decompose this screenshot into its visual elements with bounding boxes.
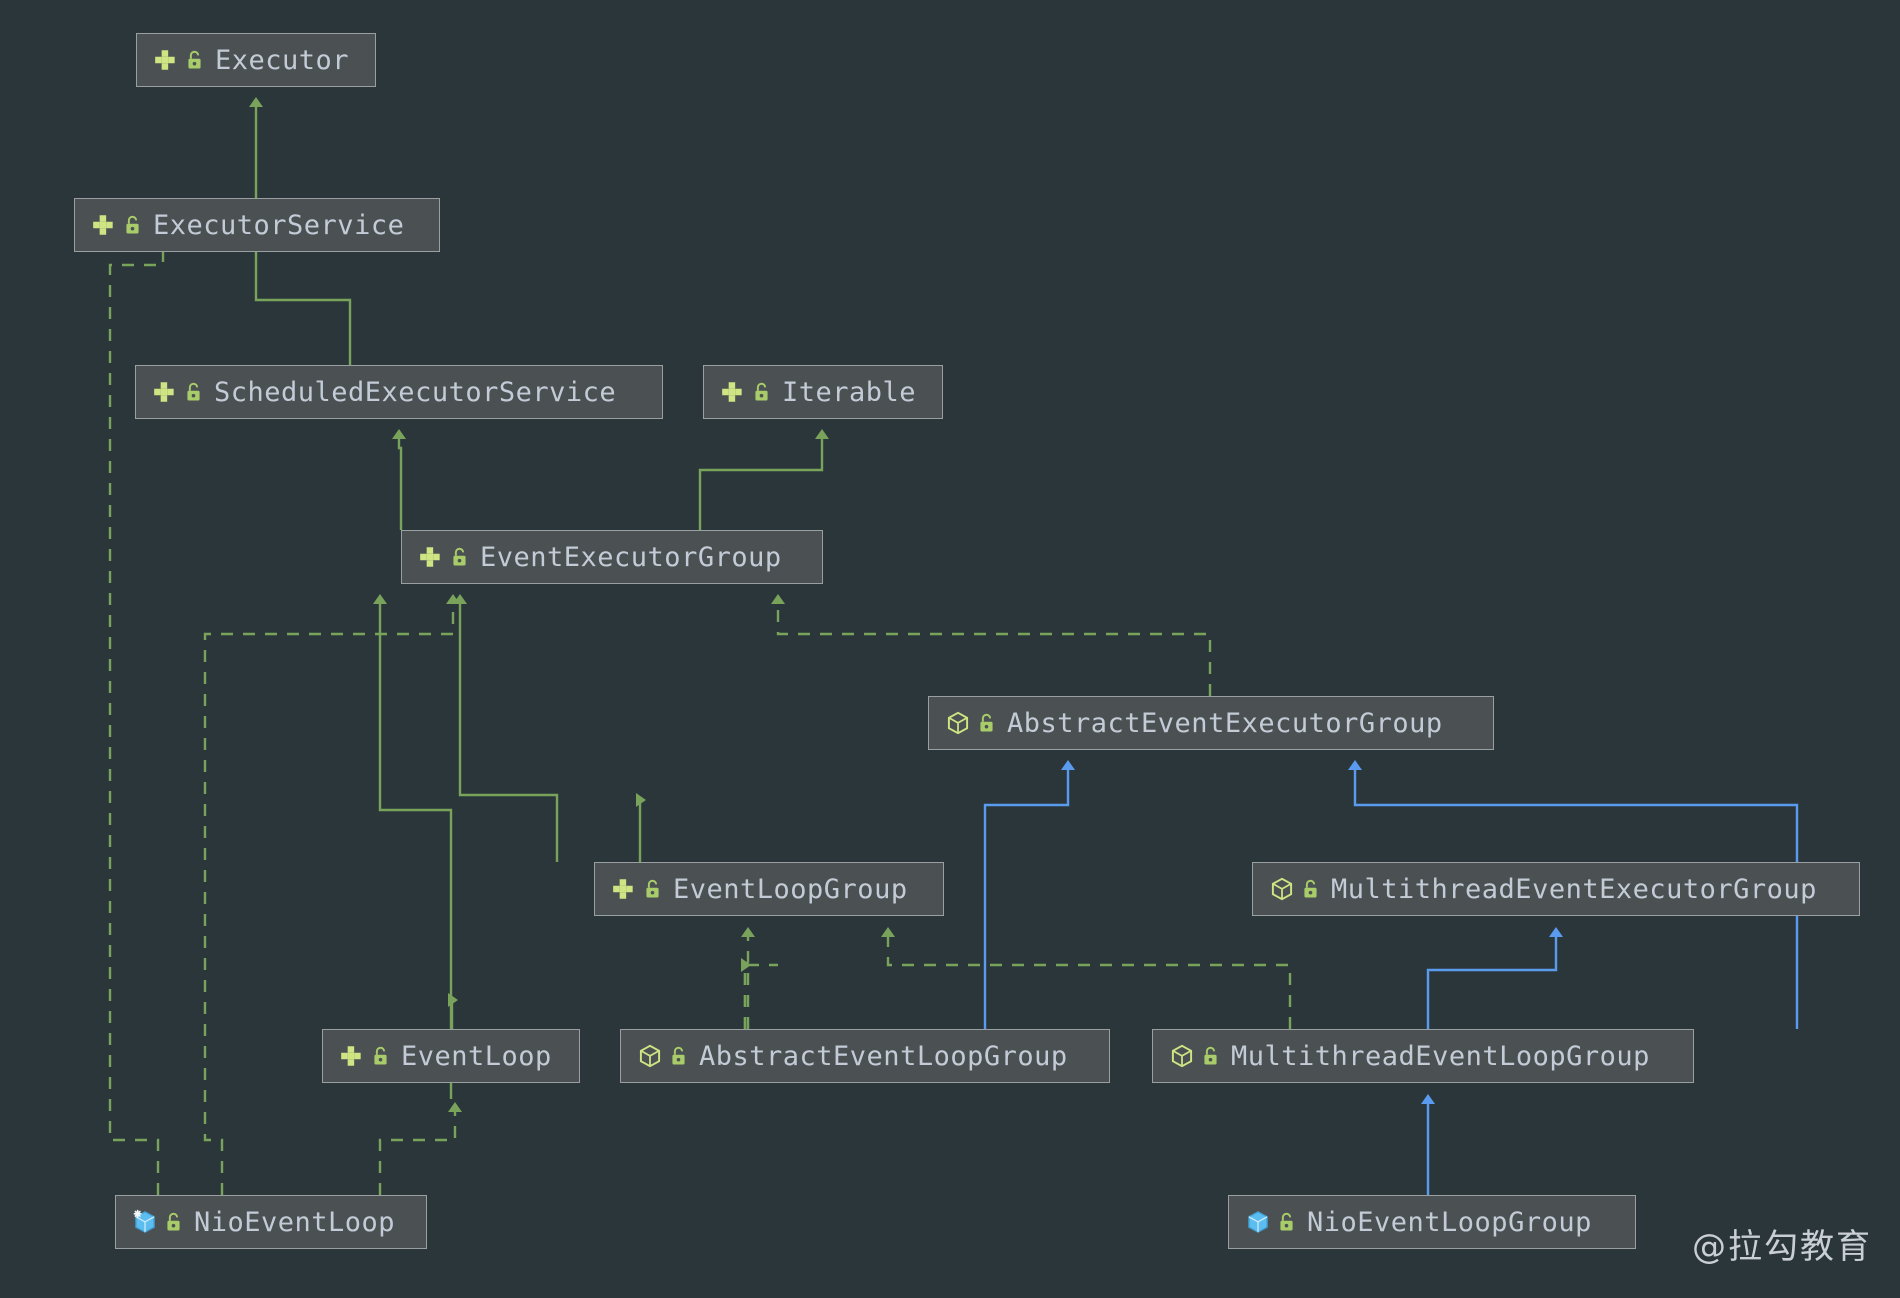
abstract-class-icon: [639, 1044, 661, 1068]
node-eventexecutorgroup[interactable]: EventExecutorGroup: [401, 530, 823, 584]
interface-icon: [613, 879, 633, 899]
node-label: AbstractEventLoopGroup: [699, 1040, 1068, 1072]
node-executor[interactable]: Executor: [136, 33, 376, 87]
node-label: EventLoopGroup: [673, 873, 908, 905]
implements-dashed-edge-group-b: [743, 963, 778, 1029]
extends-edge-group: [983, 760, 1799, 1195]
node-executorservice[interactable]: ExecutorService: [74, 198, 440, 252]
node-multithreadeventloopgroup[interactable]: MultithreadEventLoopGroup: [1152, 1029, 1694, 1083]
interface-icon: [722, 382, 742, 402]
lock-icon: [187, 382, 200, 401]
lock-icon: [1304, 879, 1317, 898]
node-label: AbstractEventExecutorGroup: [1007, 707, 1443, 739]
lock-icon: [167, 1212, 180, 1231]
lock-icon: [1204, 1046, 1217, 1065]
node-label: EventExecutorGroup: [480, 541, 782, 573]
final-class-icon: [133, 1209, 155, 1233]
node-label: NioEventLoop: [194, 1206, 396, 1238]
node-iterable[interactable]: Iterable: [703, 365, 943, 419]
node-label: MultithreadEventLoopGroup: [1231, 1040, 1650, 1072]
node-label: EventLoop: [401, 1040, 552, 1072]
interface-icon: [154, 382, 174, 402]
abstract-class-icon: [1271, 877, 1293, 901]
node-label: ExecutorService: [153, 209, 405, 241]
lock-icon: [453, 547, 466, 566]
node-abstracteventloopgroup[interactable]: AbstractEventLoopGroup: [620, 1029, 1110, 1083]
node-label: MultithreadEventExecutorGroup: [1331, 873, 1817, 905]
node-label: Executor: [215, 44, 350, 76]
interface-icon: [420, 547, 440, 567]
node-multithreadeventexecutorgroup[interactable]: MultithreadEventExecutorGroup: [1252, 862, 1860, 916]
node-nioeventloopgroup[interactable]: NioEventLoopGroup: [1228, 1195, 1636, 1249]
node-eventloop[interactable]: EventLoop: [322, 1029, 580, 1083]
node-nioeventloop[interactable]: NioEventLoop: [115, 1195, 427, 1249]
implements-edge-group: [249, 97, 829, 1099]
watermark: @拉勾教育: [1692, 1227, 1872, 1267]
node-abstracteventexecutorgroup[interactable]: AbstractEventExecutorGroup: [928, 696, 1494, 750]
interface-icon: [341, 1046, 361, 1066]
node-label: NioEventLoopGroup: [1307, 1206, 1592, 1238]
interface-icon: [155, 50, 175, 70]
lock-icon: [374, 1046, 387, 1065]
lock-icon: [1280, 1212, 1293, 1231]
abstract-class-icon: [947, 711, 969, 735]
lock-icon: [672, 1046, 685, 1065]
node-eventloopgroup[interactable]: EventLoopGroup: [594, 862, 944, 916]
node-scheduledexecutorservice[interactable]: ScheduledExecutorService: [135, 365, 663, 419]
lock-icon: [188, 50, 201, 69]
node-label: ScheduledExecutorService: [214, 376, 617, 408]
abstract-class-icon: [1171, 1044, 1193, 1068]
lock-icon: [980, 713, 993, 732]
interface-icon: [93, 215, 113, 235]
lock-icon: [755, 382, 768, 401]
lock-icon: [126, 215, 139, 234]
class-icon: [1248, 1211, 1268, 1233]
node-label: Iterable: [782, 376, 917, 408]
lock-icon: [646, 879, 659, 898]
